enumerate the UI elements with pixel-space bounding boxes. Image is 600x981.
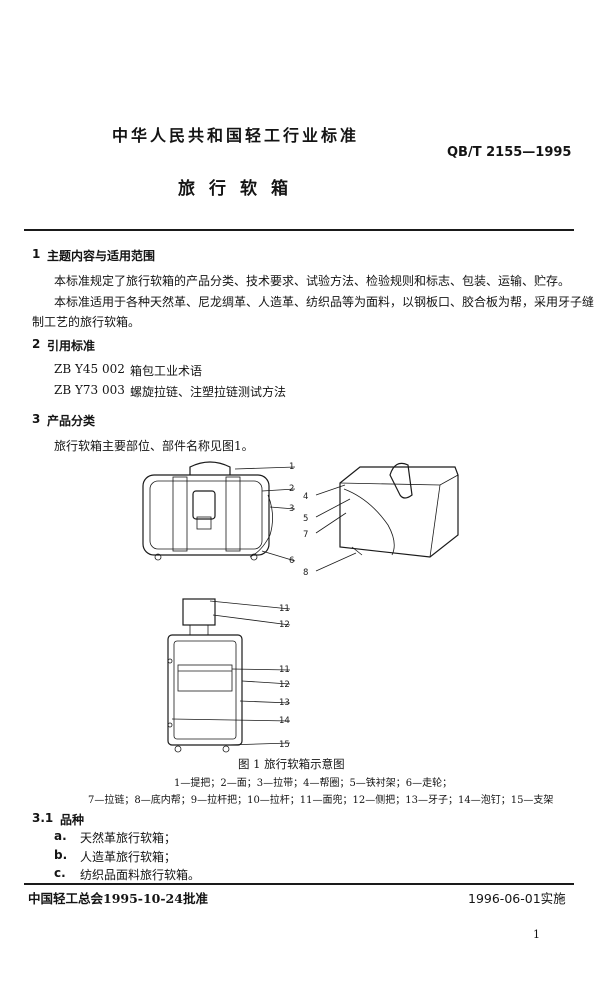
callout-label: 8: [303, 568, 308, 578]
callout-label: 3: [289, 504, 294, 514]
figure-legend-line-1: 1—提把；2—面；3—拉带；4—帮圈；5—铁衬架；6—走轮；: [174, 778, 453, 789]
callout-label: 12: [279, 620, 290, 630]
section-3-number: 3: [32, 412, 41, 426]
callout-label: 4: [303, 492, 308, 502]
reference-code: ZB Y45 002: [54, 362, 125, 376]
callout-label: 5: [303, 514, 308, 524]
suitcase-open-view: [339, 462, 459, 558]
section-1-para-1: 本标准规定了旅行软箱的产品分类、技术要求、试验方法、检验规则和标志、包装、运输、…: [54, 274, 571, 288]
list-item-marker: a.: [54, 829, 67, 843]
figure-legend-line-2: 7—拉链；8—底内帮；9—拉杆把；10—拉杆；11—面兜；12—侧把；13—牙子…: [88, 795, 554, 806]
section-2-title: 引用标准: [47, 339, 96, 353]
section-3-title: 产品分类: [47, 414, 96, 428]
section-1-para-2-line-1: 本标准适用于各种天然革、尼龙绸革、人造革、纺织品等为面料，以钢板口、胶合板为帮，…: [54, 295, 595, 309]
callout-leaders-b: [315, 484, 357, 572]
section-3-intro: 旅行软箱主要部位、部件名称见图1。: [54, 439, 254, 453]
section-1-number: 1: [32, 247, 41, 261]
callout-label: 11: [279, 665, 290, 675]
section-3-1-title: 品种: [60, 813, 85, 827]
reference-name: 箱包工业术语: [130, 364, 203, 378]
section-3-1-number: 3.1: [32, 811, 54, 825]
list-item-marker: b.: [54, 848, 68, 862]
callout-label: 13: [279, 698, 290, 708]
suitcase-diagram: 1 2 3 6 4 5 7 8: [142, 461, 459, 753]
effective-date: 1996-06-01实施: [468, 891, 566, 906]
reference-name: 螺旋拉链、注塑拉链测试方法: [130, 385, 287, 399]
suitcase-front-view: [142, 461, 273, 561]
callout-label: 2: [289, 484, 294, 494]
section-1-para-2-line-2: 制工艺的旅行软箱。: [32, 315, 141, 329]
callout-leaders-a: [234, 466, 296, 562]
callout-label: 11: [279, 604, 290, 614]
header-rule: [24, 229, 574, 231]
suitcase-trolley-view: [167, 598, 243, 753]
list-item-text: 纺织品面料旅行软箱。: [80, 868, 201, 882]
document-title: 旅行软箱: [178, 179, 302, 199]
section-1-title: 主题内容与适用范围: [47, 249, 156, 263]
callout-label: 12: [279, 680, 290, 690]
callout-label: 6: [289, 556, 294, 566]
page-number: 1: [533, 928, 540, 941]
approval-date: 中国轻工总会1995-10-24批准: [28, 891, 208, 906]
list-item-text: 人造革旅行软箱；: [80, 850, 177, 864]
callout-label: 7: [303, 530, 308, 540]
standard-number: QB/T 2155—1995: [447, 145, 572, 160]
figure-caption: 图 1 旅行软箱示意图: [238, 757, 345, 771]
callout-label: 1: [289, 462, 294, 472]
list-item-marker: c.: [54, 866, 66, 880]
callout-label: 14: [279, 716, 290, 726]
section-2-number: 2: [32, 337, 41, 351]
issuing-body-title: 中华人民共和国轻工行业标准: [112, 126, 360, 145]
footer-rule: [24, 883, 574, 885]
callout-leaders-c: [171, 600, 291, 746]
callout-label: 15: [279, 740, 290, 750]
reference-code: ZB Y73 003: [54, 383, 125, 397]
list-item-text: 天然革旅行软箱；: [80, 831, 177, 845]
